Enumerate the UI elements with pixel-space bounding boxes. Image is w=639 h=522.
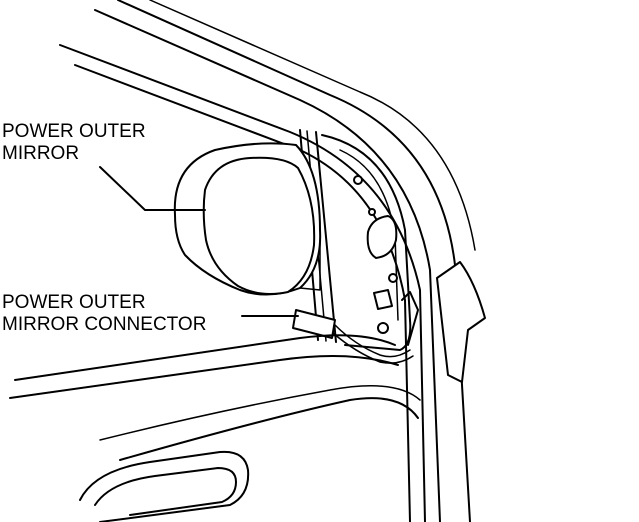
pillar-trim-bracket	[436, 261, 486, 383]
connector-label-line1: POWER OUTER	[2, 292, 146, 313]
a-pillar-outline	[59, 0, 476, 522]
leader-lines	[99, 166, 299, 317]
door-lower-panel	[9, 334, 421, 461]
door-handle-recess	[79, 450, 250, 522]
mirror-label-line2: MIRROR	[2, 143, 80, 164]
power-outer-mirror	[173, 142, 322, 296]
connector-label-line2: MIRROR CONNECTOR	[2, 314, 207, 335]
power-outer-mirror-label: POWER OUTER MIRROR	[2, 121, 146, 165]
door-inner-panel	[321, 134, 453, 351]
mirror-label-line1: POWER OUTER	[2, 121, 146, 142]
power-outer-mirror-connector-label: POWER OUTER MIRROR CONNECTOR	[2, 292, 206, 336]
mirror-connector	[292, 291, 419, 364]
